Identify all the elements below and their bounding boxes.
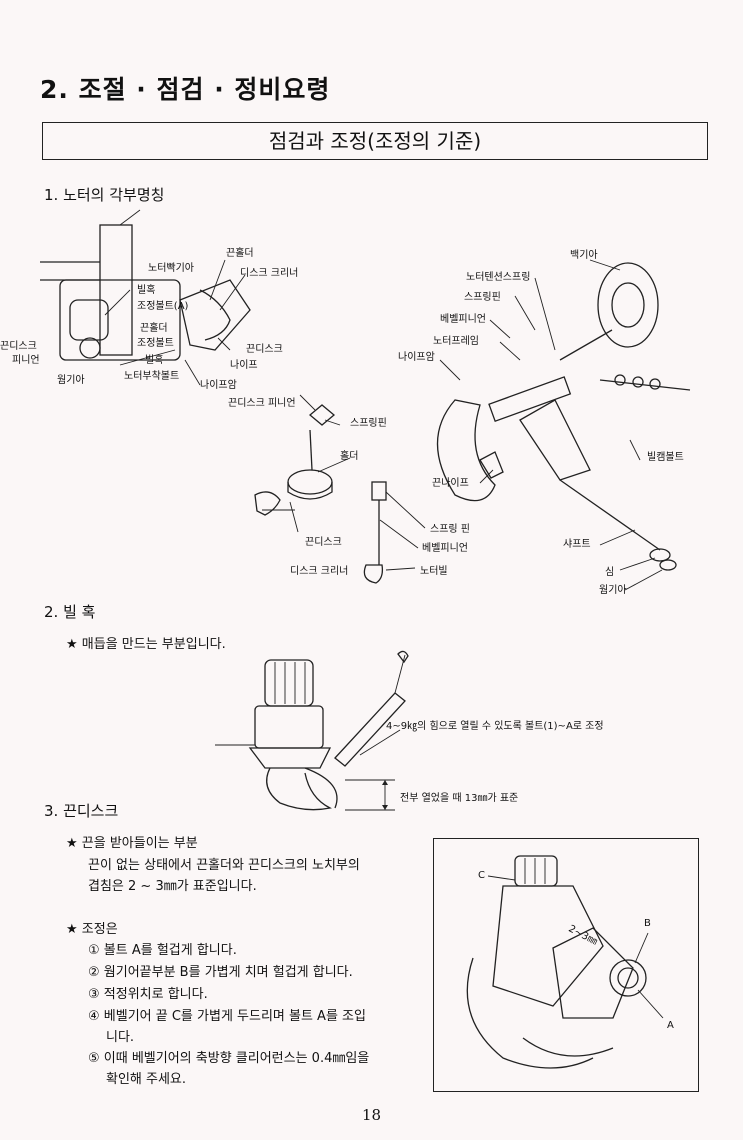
label-back-gear: 백기아 [570,250,598,261]
label-tension-spring: 노터텐션스프링 [466,272,531,283]
section3-text-line1: 끈이 없는 상태에서 끈홀더와 끈디스크의 노치부의 [88,858,360,873]
step-3: ③ 적정위치로 합니다. [88,987,208,1002]
label-bill-cam-bolt: 빌캠볼트 [647,452,684,463]
label-string-holder-top: 끈홀더 [226,248,254,259]
section2-note: ★ 매듭을 만드는 부분입니다. [66,637,226,652]
label-holder: 홀더 [340,451,359,462]
label-spring-pin-right: 스프링핀 [464,292,501,303]
page-number: 18 [361,1106,382,1124]
label-knotter-frame: 노터프레임 [433,336,479,347]
label-knife-arm-left: 나이프암 [200,380,237,391]
label-string-holder-mid: 끈홀더 [140,323,168,334]
label-bill-hook-2: 빌혹 [145,355,164,366]
section3-text-line2: 겹침은 2 ~ 3㎜가 표준입니다. [88,879,257,894]
label-shim: 심 [605,567,615,578]
label-knife-arm-right: 나이프암 [398,352,435,363]
label-worm-gear-right: 웜기아 [599,585,627,596]
label-adjust-bolt-a: 조정볼트(A) [137,301,189,312]
label-spring-pin-bottom: 스프링 핀 [430,524,470,535]
label-spring-pin-mid: 스프링핀 [350,418,387,429]
label-string-knife: 끈나이프 [432,478,469,489]
callout-open-13mm: 전부 열었을 때 13㎜가 표준 [400,793,519,804]
label-string-disc-bottom: 끈디스크 [305,537,342,548]
label-knotter-mount-bolt: 노터부착볼트 [124,371,180,382]
step-4: ④ 베벨기어 끝 C를 가볍게 두드리며 볼트 A를 조입 [88,1009,366,1024]
fig-label-b: B [644,918,651,929]
label-bevel-pinion-bottom: 베벨피니언 [422,543,468,554]
label-disc-cleaner-top: 디스크 크리너 [240,268,299,279]
section-heading: 2. 조절 · 점검 · 정비요령 [40,75,331,104]
label-bill-hook-1: 빌혹 [137,285,156,296]
label-knotter-bill: 노터빌 [420,566,448,577]
section1-title: 1. 노터의 각부명칭 [44,186,165,204]
label-pinion: 피니언 [12,355,40,366]
label-bevel-pinion-right: 베벨피니언 [440,314,486,325]
title-box: 점검과 조정(조정의 기준) [42,122,708,160]
knotter-parts-diagram [40,209,691,591]
label-shaft: 샤프트 [563,539,591,550]
section3-head1: ★ 끈을 받아들이는 부분 [66,836,198,851]
label-disc-cleaner-bottom: 디스크 크리너 [290,566,349,577]
label-worm-gear-left: 웜기아 [57,375,85,386]
label-disc-pinion: 끈디스크 피니언 [228,398,296,409]
string-disc-figure-box [433,838,699,1092]
fig-label-c: C [478,870,485,881]
step-5-cont: 확인해 주세요. [106,1072,187,1087]
step-1: ① 볼트 A를 헐겁게 합니다. [88,943,237,958]
label-string-disc-top: 끈디스크 [246,344,283,355]
step-5: ⑤ 이때 베벨기어의 축방향 클리어런스는 0.4㎜임을 [88,1051,370,1066]
section2-title: 2. 빌 혹 [44,603,96,621]
label-knotter-gear: 노터빡기아 [148,263,194,274]
label-adjust-bolt: 조정볼트 [137,338,174,349]
fig-label-a: A [667,1020,674,1031]
section3-head2: ★ 조정은 [66,922,118,937]
step-2: ② 웜기어끝부분 B를 가볍게 치며 헐겁게 합니다. [88,965,353,980]
callout-force-adjust: 4~9㎏의 힘으로 열릴 수 있도록 볼트(1)~A로 조정 [386,721,604,732]
section3-title: 3. 끈디스크 [44,802,119,820]
bill-hook-diagram [215,650,409,811]
page-title: 점검과 조정(조정의 기준) [268,129,482,153]
string-disc-figure [466,855,664,1069]
label-knife-left: 나이프 [230,360,258,371]
label-string-disc-left: 끈디스크 [0,341,37,352]
step-4-cont: 니다. [106,1030,135,1045]
